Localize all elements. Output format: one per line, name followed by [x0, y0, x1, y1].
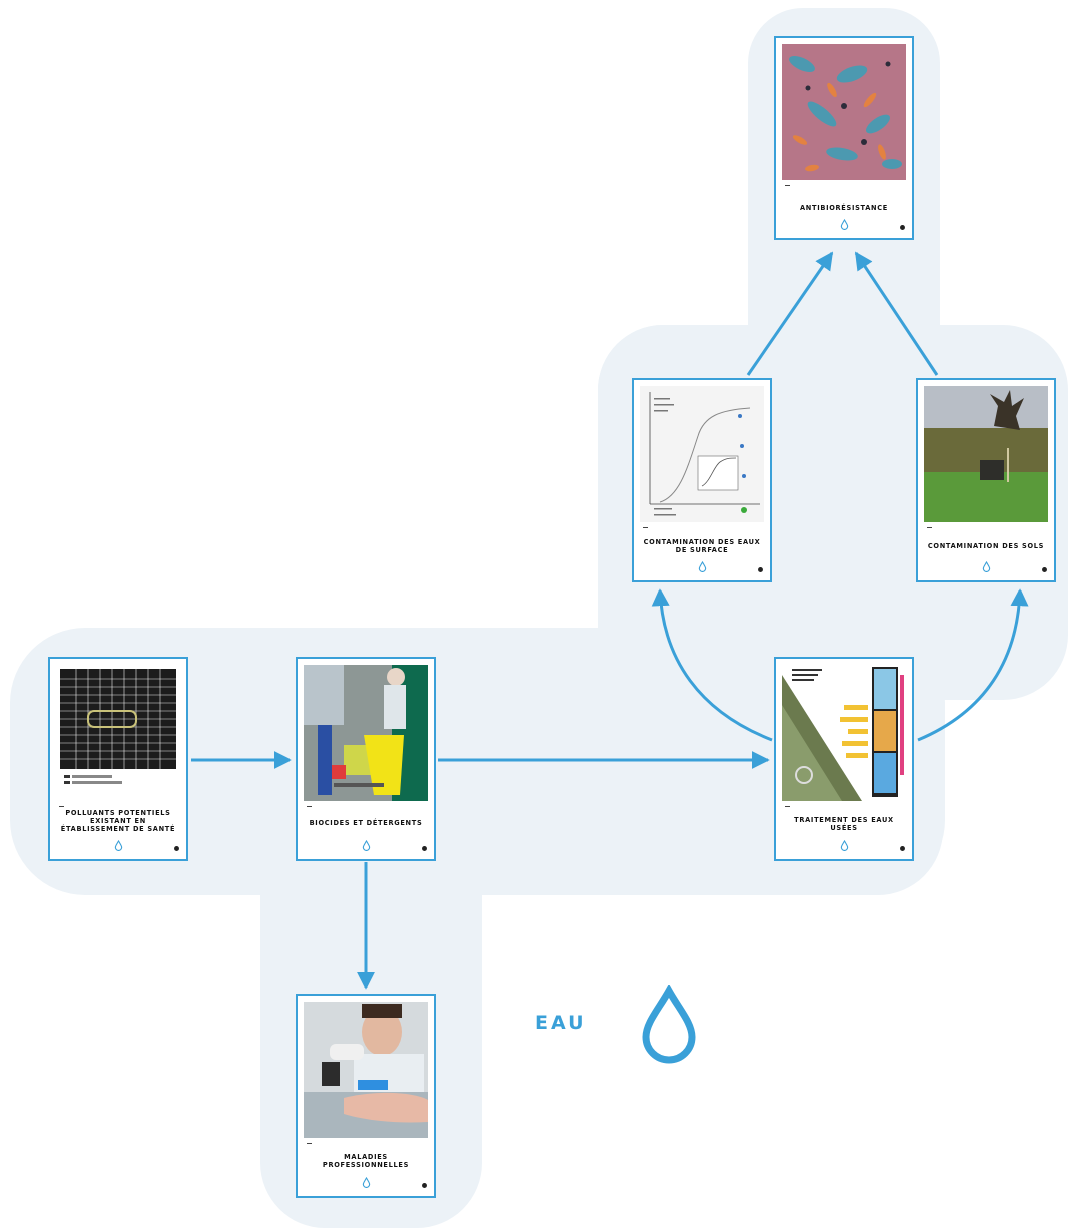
- card-marker: [927, 527, 932, 528]
- arrow-sols-to-antibio: [854, 251, 939, 376]
- line-chart-figure: [640, 386, 764, 522]
- card-marker: [643, 527, 648, 528]
- legend-label: EAU: [535, 1012, 587, 1034]
- water-drop-icon: [982, 561, 991, 572]
- table-document-image: [56, 665, 180, 801]
- arrow-traitement-to-eaux-surface: [651, 588, 773, 742]
- card-title: MALADIES PROFESSIONNELLES: [322, 1153, 410, 1169]
- card-title: CONTAMINATION DES EAUX DE SURFACE: [643, 538, 761, 554]
- spirometry-test-photo: [304, 1002, 428, 1138]
- water-drop-icon: [840, 840, 849, 851]
- card-title: CONTAMINATION DES SOLS: [927, 542, 1045, 550]
- card-maladies[interactable]: MALADIES PROFESSIONNELLES: [296, 994, 436, 1198]
- gear-icon: [422, 846, 427, 851]
- wastewater-infographic: [782, 665, 906, 801]
- card-antibio[interactable]: ANTIBIORÉSISTANCE: [774, 36, 914, 240]
- arrow-traitement-to-sols: [917, 588, 1029, 742]
- card-eaux-surface[interactable]: CONTAMINATION DES EAUX DE SURFACE: [632, 378, 772, 582]
- card-title: TRAITEMENT DES EAUX USÉES: [794, 816, 894, 832]
- water-drop-icon: [362, 840, 371, 851]
- card-traitement[interactable]: TRAITEMENT DES EAUX USÉES: [774, 657, 914, 861]
- gear-icon: [422, 1183, 427, 1188]
- card-marker: [785, 185, 790, 186]
- gear-icon: [900, 225, 905, 230]
- water-drop-icon: [840, 219, 849, 230]
- water-drop-icon: [114, 840, 123, 851]
- card-sols[interactable]: CONTAMINATION DES SOLS: [916, 378, 1056, 582]
- hospital-cleaning-cart-photo: [304, 665, 428, 801]
- card-marker: [59, 806, 64, 807]
- gear-icon: [900, 846, 905, 851]
- gear-icon: [1042, 567, 1047, 572]
- card-marker: [785, 806, 790, 807]
- bacteria-micrograph: [782, 44, 906, 180]
- arrow-eaux-surface-to-antibio: [746, 251, 834, 376]
- card-title: ANTIBIORÉSISTANCE: [799, 204, 889, 212]
- field-with-tree-photo: [924, 386, 1048, 522]
- gear-icon: [174, 846, 179, 851]
- water-drop-icon: [362, 1177, 371, 1188]
- card-marker: [307, 1143, 312, 1144]
- card-biocides[interactable]: BIOCIDES ET DÉTERGENTS: [296, 657, 436, 861]
- card-pollutants[interactable]: POLLUANTS POTENTIELS EXISTANT EN ÉTABLIS…: [48, 657, 188, 861]
- card-title: POLLUANTS POTENTIELS EXISTANT EN ÉTABLIS…: [60, 809, 176, 833]
- gear-icon: [758, 567, 763, 572]
- card-marker: [307, 806, 312, 807]
- water-drop-icon: [698, 561, 707, 572]
- water-drop-icon: [642, 985, 696, 1064]
- card-title: BIOCIDES ET DÉTERGENTS: [309, 819, 423, 827]
